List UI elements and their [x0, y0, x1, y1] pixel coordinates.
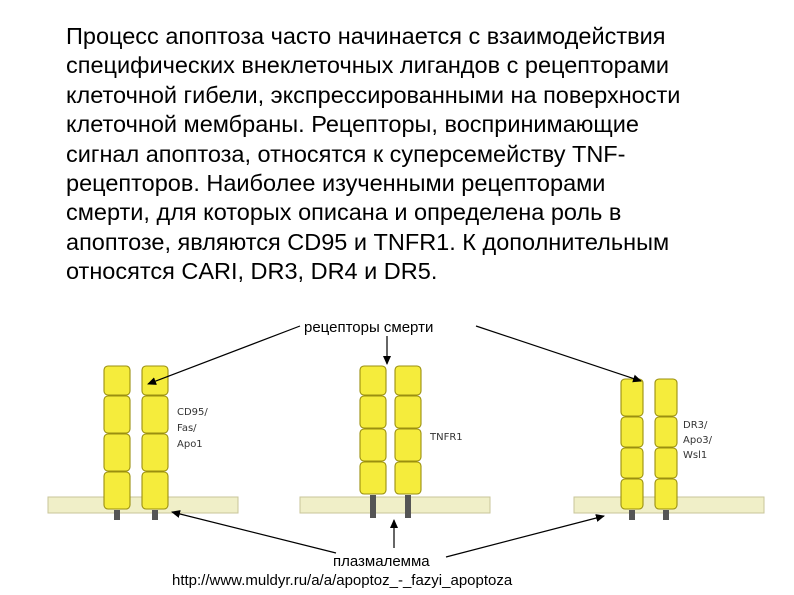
dr3-domain: [654, 447, 678, 479]
arrow-to-membrane-right: [445, 514, 605, 558]
paragraph-line: клеточной мембраны. Рецепторы, восприним…: [66, 111, 639, 138]
tnfr1-stem: [405, 495, 411, 518]
paragraph-line: смерти, для которых описана и определена…: [66, 199, 622, 226]
tnfr1-stem: [370, 495, 376, 518]
receptor-label-line: DR3/: [683, 420, 708, 431]
receptor-label-dr3: DR3/ Apo3/ Wsl1: [683, 420, 713, 461]
cd95-domain: [103, 433, 131, 472]
cd95-domain: [103, 395, 131, 434]
death-receptors-callout: рецепторы смерти: [304, 319, 433, 336]
tnfr1-domain: [359, 428, 387, 462]
intro-paragraph: Процесс апоптоза часто начинается с взаи…: [66, 22, 766, 287]
tnfr1-domain: [359, 365, 387, 396]
receptor-label-line: TNFR1: [429, 432, 463, 443]
tnfr1-domain: [394, 365, 422, 396]
dr3-domain: [654, 416, 678, 448]
dr3-stem: [663, 510, 669, 520]
paragraph-line: Процесс апоптоза часто начинается с взаи…: [66, 23, 666, 49]
receptor-label-tnfr1: TNFR1: [429, 432, 463, 443]
tnfr1-domain: [394, 395, 422, 429]
cd95-domain: [103, 471, 131, 510]
receptor-label-line: Apo1: [177, 439, 203, 450]
receptor-label-line: Wsl1: [683, 450, 707, 461]
dr3-domain: [654, 378, 678, 417]
dr3-stem: [629, 510, 635, 520]
dr3-domain: [620, 416, 644, 448]
cd95-domain: [141, 365, 169, 396]
cd95-domain: [141, 433, 169, 472]
dr3-domain: [654, 478, 678, 510]
cd95-stem: [152, 510, 158, 520]
receptor-label-cd95: CD95/ Fas/ Apo1: [177, 407, 208, 450]
paragraph-line: апоптозе, являются CD95 и TNFR1. К допол…: [66, 228, 670, 255]
tnfr1-domain: [359, 461, 387, 495]
receptor-label-line: Apo3/: [683, 435, 713, 446]
arrow-to-dr3: [475, 325, 642, 383]
source-url: http://www.muldyr.ru/a/a/apoptoz_-_fazyi…: [172, 572, 513, 589]
tnfr1-domain: [394, 428, 422, 462]
tnfr1-membrane: [299, 496, 491, 514]
paragraph-line: специфических внеклеточных лигандов с ре…: [66, 52, 670, 79]
paragraph-line: сигнал апоптоза, относятся к суперсемейс…: [66, 140, 626, 167]
paragraph-line: относятся CARI, DR3, DR4 и DR5.: [66, 258, 438, 285]
dr3-domain: [620, 447, 644, 479]
tnfr1-domain: [394, 461, 422, 495]
cd95-domain: [141, 471, 169, 510]
cd95-stem: [114, 510, 120, 520]
paragraph-line: клеточной гибели, экспрессированными на …: [66, 81, 681, 108]
plasmalemma-callout: плазмалемма: [333, 553, 430, 570]
arrow-to-cd95: [147, 325, 301, 385]
arrow-to-membrane-left: [171, 510, 337, 554]
paragraph-line: рецепторов. Наиболее изученными рецептор…: [66, 170, 606, 197]
dr3-domain: [620, 378, 644, 417]
tnfr1-domain: [359, 395, 387, 429]
cd95-domain: [103, 365, 131, 396]
cd95-domain: [141, 395, 169, 434]
receptor-label-line: Fas/: [177, 423, 197, 434]
receptor-label-line: CD95/: [177, 407, 208, 418]
dr3-domain: [620, 478, 644, 510]
